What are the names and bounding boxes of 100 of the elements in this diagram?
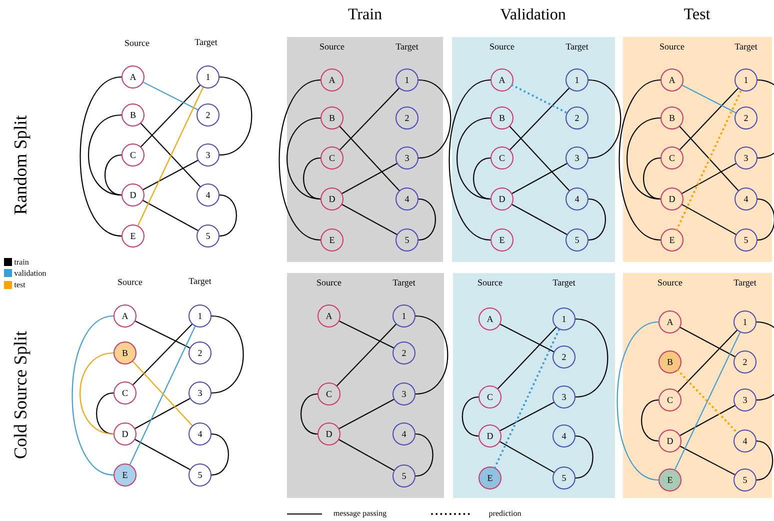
edge-line bbox=[676, 369, 738, 434]
edge-line bbox=[682, 84, 736, 114]
edge-line bbox=[512, 163, 568, 194]
column-heading: Source bbox=[490, 44, 514, 50]
graph-node: 2 bbox=[734, 106, 758, 130]
graph-node: A bbox=[318, 304, 340, 328]
edge-line bbox=[512, 204, 568, 235]
column-heading: Source bbox=[125, 40, 150, 46]
edge-line bbox=[643, 157, 661, 200]
edge-line bbox=[682, 204, 736, 235]
edge-line bbox=[342, 163, 398, 194]
edge-line bbox=[142, 200, 198, 231]
graph-node: 4 bbox=[566, 188, 588, 210]
legend-label: test bbox=[14, 282, 26, 288]
column-heading: Source bbox=[317, 280, 342, 286]
column-title: Test bbox=[684, 8, 710, 20]
legend-label: message passing bbox=[334, 510, 386, 518]
graph-node: E bbox=[660, 228, 684, 252]
edge-line bbox=[340, 88, 400, 150]
edge-line bbox=[588, 79, 622, 159]
column-heading: Target bbox=[734, 280, 756, 288]
graph-node: A bbox=[658, 310, 682, 334]
edge-line bbox=[680, 88, 738, 150]
graph-node: A bbox=[114, 304, 136, 328]
graph-node: 3 bbox=[196, 144, 220, 166]
graph-node: D bbox=[478, 424, 502, 448]
edge-line bbox=[616, 321, 659, 481]
graph-node: 4 bbox=[734, 430, 756, 452]
column-heading: Source bbox=[660, 44, 684, 50]
graph-node: 5 bbox=[196, 224, 220, 248]
edge-line bbox=[500, 441, 554, 473]
graph-node: 1 bbox=[734, 68, 758, 92]
edge-line bbox=[339, 320, 394, 348]
column-heading: Target bbox=[566, 44, 588, 52]
graph-node: A bbox=[490, 68, 514, 92]
graph-node: A bbox=[320, 68, 344, 92]
graph-node: 2 bbox=[392, 342, 416, 364]
edge-line bbox=[680, 326, 736, 358]
edge-line bbox=[286, 117, 321, 200]
edge-line bbox=[626, 117, 661, 200]
graph-node: 3 bbox=[552, 386, 576, 408]
graph-node: D bbox=[658, 430, 682, 452]
graph-node: D bbox=[318, 422, 340, 446]
edge-line bbox=[219, 76, 252, 156]
edge-line bbox=[588, 198, 606, 241]
edge-line bbox=[211, 315, 244, 394]
graph-node: 1 bbox=[188, 304, 212, 328]
edge-line bbox=[134, 398, 190, 429]
edge-line bbox=[142, 160, 198, 190]
edge-line bbox=[129, 326, 196, 465]
edge-line bbox=[80, 76, 122, 237]
graph-node: C bbox=[122, 144, 144, 166]
graph-node: E bbox=[658, 468, 682, 492]
graph-node: D bbox=[114, 422, 136, 446]
row-label: Random Split bbox=[14, 115, 30, 214]
edge-line bbox=[104, 154, 122, 196]
graph-node: E bbox=[478, 466, 502, 490]
graph-node: D bbox=[320, 188, 344, 210]
graph-node: 5 bbox=[566, 228, 588, 252]
edge-line bbox=[678, 330, 738, 392]
graph-node: 5 bbox=[396, 228, 418, 252]
edge-line bbox=[140, 84, 200, 148]
graph-node: C bbox=[490, 146, 514, 170]
edge-line bbox=[511, 84, 568, 114]
graph-node: 3 bbox=[734, 388, 756, 412]
edge-line bbox=[140, 123, 201, 187]
graph-node: 4 bbox=[188, 422, 212, 446]
edge-line bbox=[338, 439, 394, 471]
graph-node: 4 bbox=[396, 188, 418, 210]
column-heading: Source bbox=[320, 44, 344, 50]
graph-node: 1 bbox=[392, 304, 416, 328]
graph-node: 3 bbox=[392, 382, 416, 406]
edge-line bbox=[338, 398, 394, 430]
edge-line bbox=[500, 402, 554, 432]
edge-line bbox=[418, 198, 436, 241]
graph-node: 3 bbox=[566, 146, 588, 170]
edge-line bbox=[137, 87, 204, 226]
graph-node: 2 bbox=[566, 106, 588, 130]
edge-line bbox=[418, 79, 452, 159]
edge-line bbox=[500, 324, 554, 352]
edge-line bbox=[143, 82, 198, 110]
graph-node: B bbox=[114, 342, 136, 364]
edge-line bbox=[80, 352, 114, 435]
edge-line bbox=[618, 79, 661, 241]
graph-node: 1 bbox=[566, 68, 588, 92]
graph-node: A bbox=[660, 68, 684, 92]
graph-node: 3 bbox=[734, 146, 758, 170]
graph-node: B bbox=[490, 106, 514, 130]
edge-line bbox=[641, 399, 659, 442]
graph-node: 1 bbox=[396, 68, 418, 92]
graph-node: 1 bbox=[552, 308, 576, 330]
legend-label: train bbox=[14, 259, 29, 265]
graph-node: 5 bbox=[188, 464, 212, 486]
edge-line bbox=[96, 392, 114, 435]
edge-line bbox=[72, 315, 114, 476]
legend-label: validation bbox=[14, 270, 46, 276]
graph-node: 4 bbox=[734, 188, 758, 210]
graph-node: 2 bbox=[196, 104, 220, 126]
edge-line bbox=[756, 440, 774, 481]
graph-node: A bbox=[478, 308, 502, 330]
